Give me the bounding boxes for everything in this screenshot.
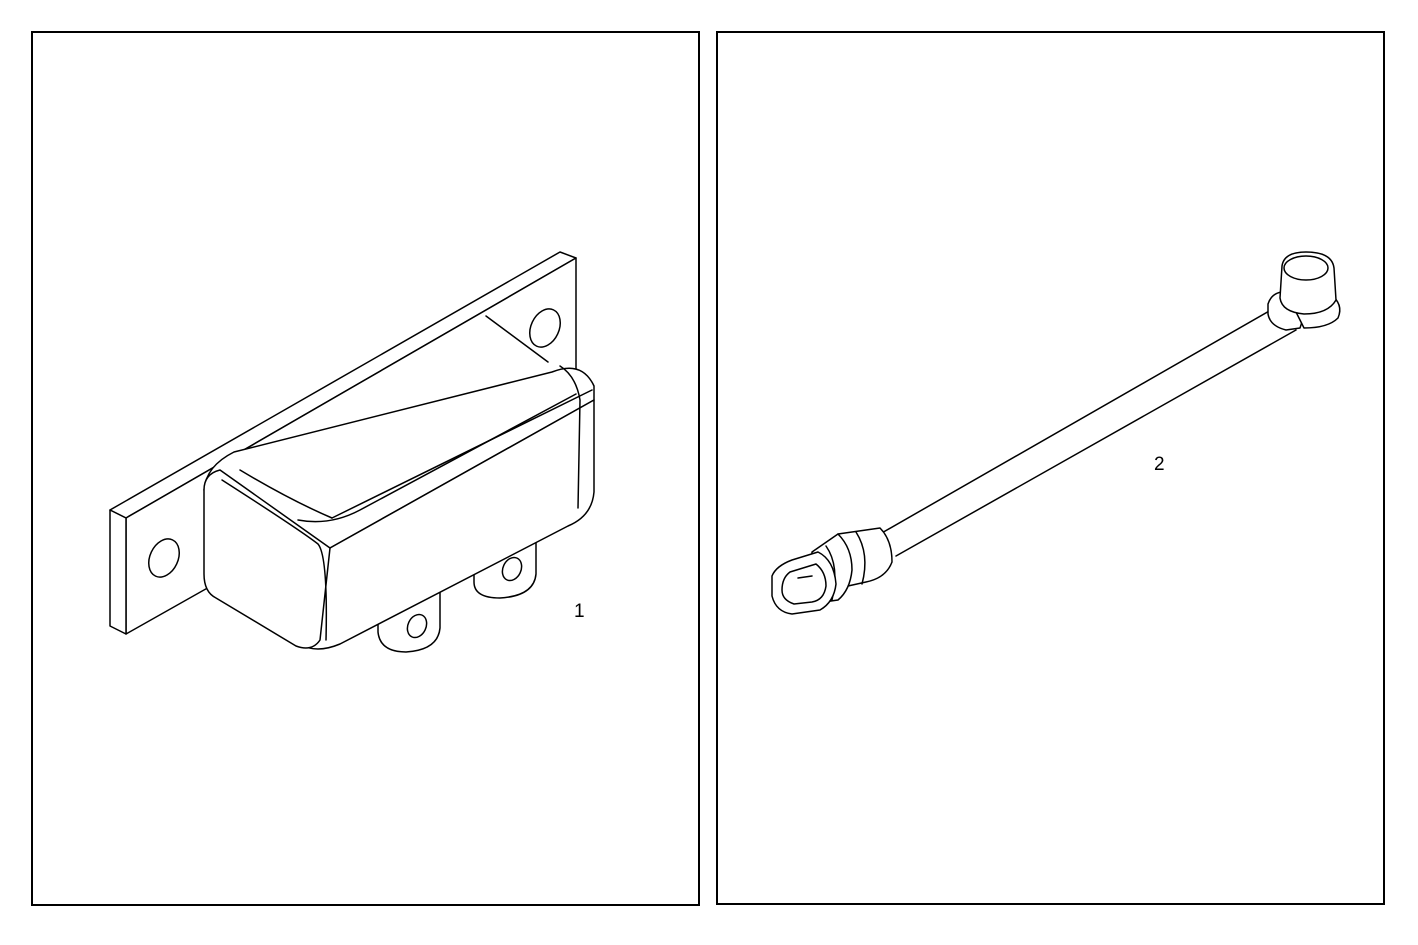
mounting-hole-left xyxy=(148,538,180,578)
callout-number-2: 2 xyxy=(1154,454,1165,475)
terminal-tabs xyxy=(377,525,537,653)
mounting-hole-right xyxy=(529,308,561,348)
cable-connector xyxy=(771,527,893,615)
cable-lower-edge xyxy=(895,329,1297,557)
sensor-cable-illustration xyxy=(771,251,1341,615)
ring-terminal xyxy=(1267,251,1341,331)
relay-module-illustration xyxy=(109,251,595,653)
relay-housing xyxy=(203,315,595,650)
cable-upper-edge xyxy=(879,305,1279,535)
callout-number-1: 1 xyxy=(574,601,585,622)
